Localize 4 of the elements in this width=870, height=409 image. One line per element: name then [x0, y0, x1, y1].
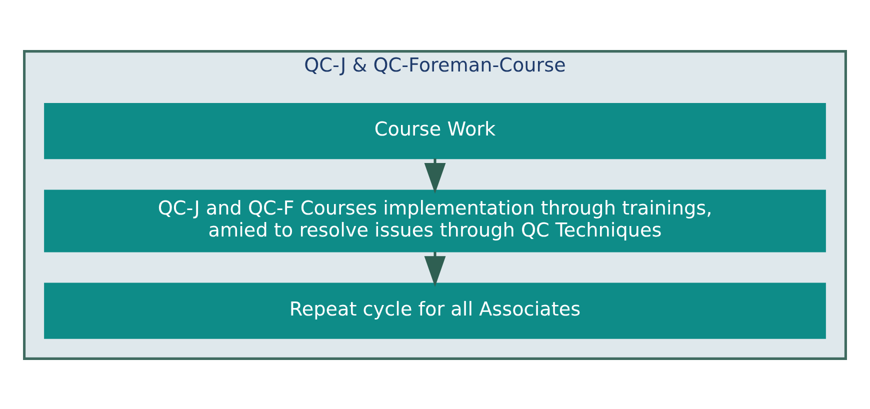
- arrow: [424, 158, 446, 194]
- node-box: Course Work: [44, 102, 826, 159]
- node-box: QC-J and QC-F Courses implementation through trainings, amied to resolve issues through QC Techniques: [44, 189, 826, 252]
- node-box: Repeat cycle for all Associates: [44, 282, 826, 338]
